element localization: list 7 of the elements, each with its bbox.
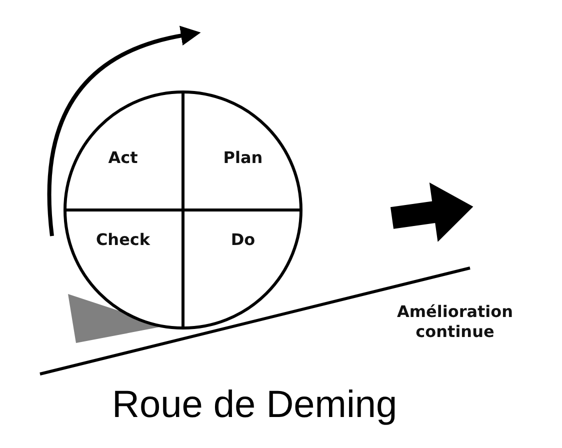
quadrant-label: Act bbox=[83, 148, 163, 167]
caption-text: Amélioration continue bbox=[396, 302, 514, 342]
wheel-circle bbox=[63, 90, 303, 330]
quadrant-label: Do bbox=[203, 230, 283, 249]
quadrant-label: Check bbox=[73, 230, 173, 249]
diagram-title: Roue de Deming bbox=[112, 384, 398, 427]
quadrant-label: Plan bbox=[203, 148, 283, 167]
